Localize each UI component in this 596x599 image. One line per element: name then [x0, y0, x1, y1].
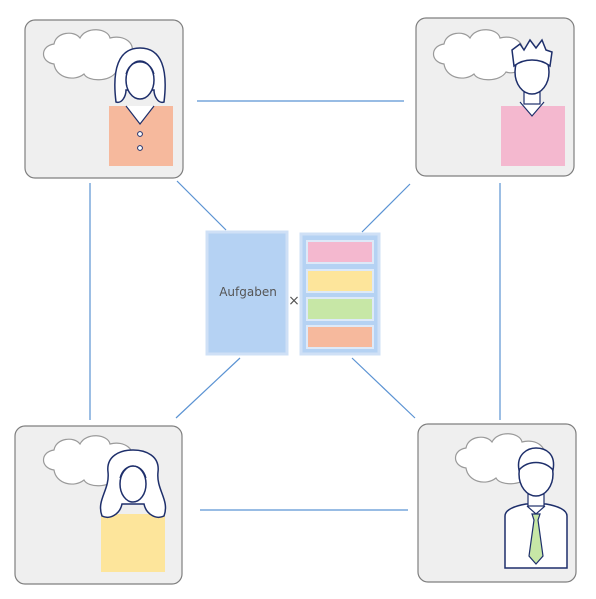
person-card-top-right — [415, 17, 575, 177]
woman-avatar-icon — [109, 47, 173, 166]
line-diag-top-right — [361, 183, 411, 233]
connector-lines — [89, 100, 501, 511]
task-bar-pink — [306, 240, 374, 264]
task-bar-green — [306, 297, 374, 321]
line-diag-bottom-left — [175, 357, 241, 419]
man-avatar-icon — [501, 38, 565, 166]
thought-bubble-icon — [432, 29, 525, 81]
person-card-top-left — [24, 19, 184, 179]
line-diag-bottom-right — [351, 357, 416, 419]
woman-avatar-icon — [99, 449, 167, 572]
person-card-bottom-left — [14, 425, 183, 585]
businessman-avatar-icon — [504, 447, 568, 569]
tasks-label: Aufgaben — [219, 285, 277, 299]
connector-symbol: × — [288, 293, 300, 309]
task-list-panel — [299, 232, 381, 356]
person-card-bottom-right — [417, 423, 577, 583]
line-diag-top-left — [176, 180, 227, 231]
task-bar-orange — [306, 325, 374, 349]
tasks-panel: Aufgaben — [205, 230, 289, 356]
task-bar-yellow — [306, 269, 374, 293]
